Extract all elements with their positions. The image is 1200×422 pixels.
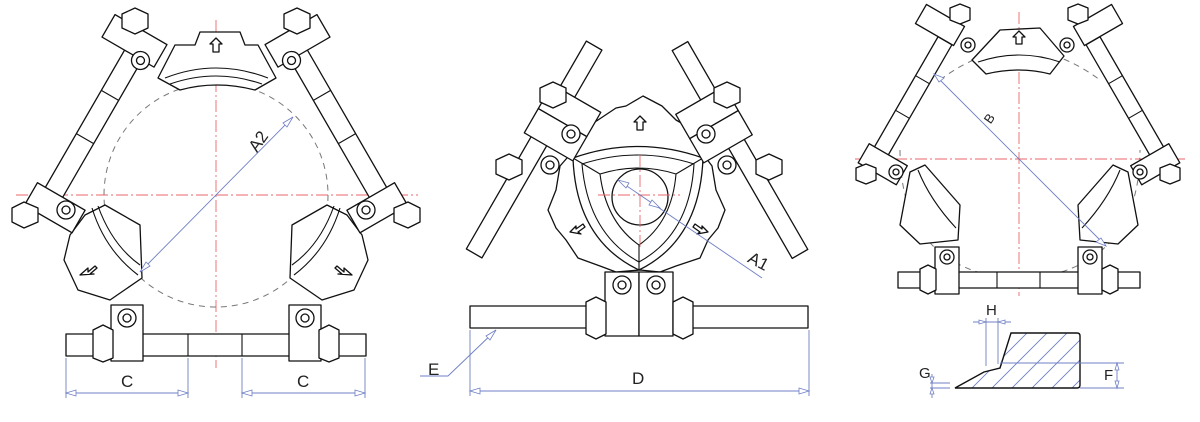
dimension-label-e: E bbox=[428, 360, 440, 379]
dimension-label-c-left: C bbox=[121, 372, 134, 391]
bevel-profile-detail bbox=[929, 318, 1124, 398]
dimension-label-f: F bbox=[1104, 367, 1114, 384]
dimension-label-h: H bbox=[986, 302, 997, 319]
view-large-pipe bbox=[11, 7, 421, 398]
view-max-opening bbox=[855, 3, 1185, 296]
dimension-label-c-right: C bbox=[297, 372, 310, 391]
view-small-pipe bbox=[420, 40, 811, 396]
dimension-label-d: D bbox=[632, 369, 645, 388]
dimension-label-g: G bbox=[919, 365, 931, 382]
